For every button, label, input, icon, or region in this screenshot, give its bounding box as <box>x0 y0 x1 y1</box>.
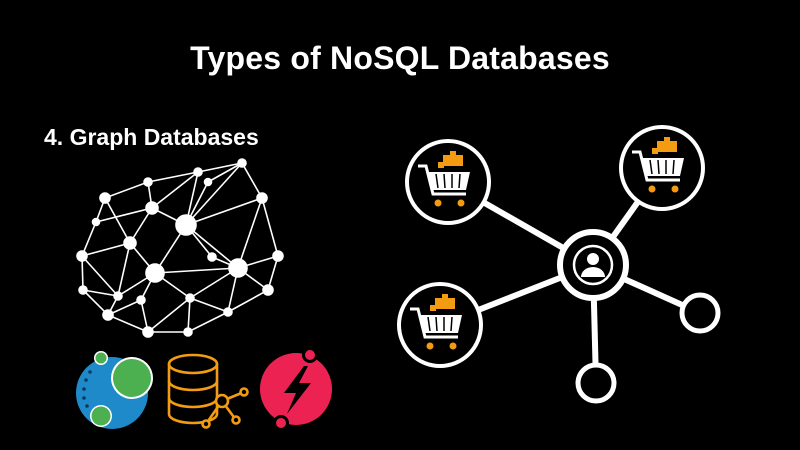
user-icon <box>557 229 629 301</box>
slide-title: Types of NoSQL Databases <box>190 40 610 76</box>
network-mesh-icon <box>76 158 284 338</box>
shopping-cart-icon <box>405 139 491 225</box>
neo4j-logo-icon <box>76 351 153 429</box>
leaf-node <box>575 362 617 404</box>
leaf-node <box>679 292 721 334</box>
shopping-cart-icon <box>397 282 483 368</box>
section-heading: 4. Graph Databases <box>44 124 259 150</box>
database-graph-icon <box>167 353 249 429</box>
hub-spoke-diagram <box>397 125 721 404</box>
shopping-cart-icon <box>619 125 705 211</box>
flash-graph-logo-icon <box>260 347 332 431</box>
